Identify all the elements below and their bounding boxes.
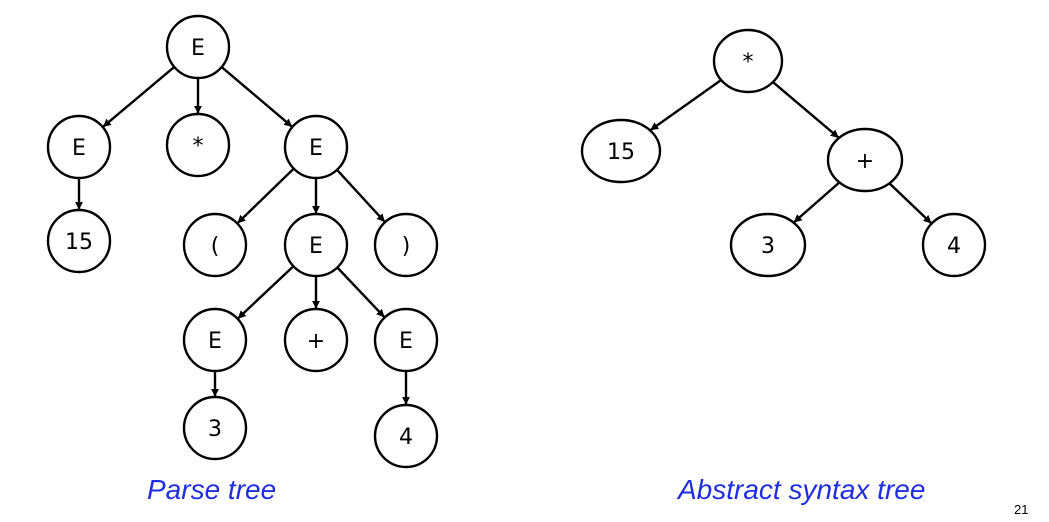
parse-tree-node-circle (46, 208, 112, 274)
parse-tree-node-circle (283, 114, 349, 180)
parse-tree-node-label: * (193, 134, 204, 159)
parse-tree-node-circle (373, 403, 439, 469)
parse-tree-node-circle (46, 114, 112, 180)
ast-node-a_3: 3 (729, 212, 807, 278)
parse-tree-node-label: ( (211, 234, 220, 259)
parse-tree-node-label: 4 (399, 425, 413, 450)
ast-node-label: 4 (947, 234, 961, 259)
page-number: 21 (1014, 502, 1029, 517)
ast-node-label: 3 (761, 234, 775, 259)
parse-tree-node-p_e_mid: E (283, 212, 349, 278)
parse-tree-caption: Parse tree (147, 474, 277, 505)
parse-tree-node-p_15: 15 (46, 208, 112, 274)
ast-node-circle (921, 212, 987, 278)
parse-tree-node-circle (373, 212, 439, 278)
ast-node-label: * (743, 50, 754, 75)
parse-tree-node-label: E (191, 36, 205, 61)
ast-node-label: + (856, 149, 874, 174)
parse-tree-node-circle (165, 14, 231, 80)
parse-tree-node-circle (182, 395, 248, 461)
parse-tree-edge-p_e_mid-to-p_e_4 (336, 266, 385, 318)
parse-tree-node-circle (283, 212, 349, 278)
parse-tree-node-p_e_4: E (373, 307, 439, 373)
ast-node-label: 15 (607, 140, 635, 165)
parse-tree-node-p_lparen: ( (182, 212, 248, 278)
parse-tree-node-label: 15 (65, 230, 93, 255)
parse-tree-node-label: 3 (208, 417, 222, 442)
parse-tree-node-circle (283, 307, 349, 373)
ast-node-a_4: 4 (921, 212, 987, 278)
ast-edge-a_plus-to-a_4 (888, 182, 932, 224)
parse-tree-node-p_3: 3 (182, 395, 248, 461)
ast-node-circle (712, 28, 784, 94)
parse-tree-node-label: + (307, 329, 325, 354)
parse-tree-node-p_root: E (165, 14, 231, 80)
nodes-layer: E E * E 15 ( E) E + E 3 4 * 15 +3 4 (46, 14, 987, 469)
parse-tree-node-p_times: * (165, 112, 231, 178)
parse-tree-node-p_rparen: ) (373, 212, 439, 278)
ast-caption: Abstract syntax tree (678, 474, 926, 505)
parse-tree-node-label: E (72, 136, 86, 161)
parse-tree-edge-p_e_mid-to-p_e_3 (237, 265, 295, 319)
ast-node-circle (729, 212, 807, 278)
parse-tree-node-circle (165, 112, 231, 178)
ast-edge-a_times-to-a_plus (772, 81, 839, 139)
ast-node-circle (826, 127, 904, 193)
edges-layer (75, 66, 932, 405)
ast-edge-a_plus-to-a_3 (793, 181, 841, 223)
parse-tree-edge-p_e_right-to-p_rparen (336, 169, 386, 223)
parse-tree-edge-p_root-to-p_e_right (220, 66, 293, 128)
parse-tree-node-p_4: 4 (373, 403, 439, 469)
ast-node-a_plus: + (826, 127, 904, 193)
parse-tree-node-p_plus: + (283, 307, 349, 373)
parse-tree-node-circle (182, 212, 248, 278)
ast-node-circle (580, 118, 662, 184)
parse-tree-node-p_e_3: E (182, 307, 248, 373)
parse-tree-node-label: E (309, 136, 323, 161)
parse-tree-node-p_e_left: E (46, 114, 112, 180)
parse-tree-node-label: E (309, 234, 323, 259)
parse-tree-edge-p_e_right-to-p_lparen (237, 167, 295, 224)
parse-tree-edge-p_root-to-p_e_left (102, 66, 176, 128)
ast-edge-a_times-to-a_15 (650, 79, 722, 131)
parse-tree-node-label: ) (402, 234, 411, 259)
ast-node-a_15: 15 (580, 118, 662, 184)
ast-node-a_times: * (712, 28, 784, 94)
parse-tree-node-circle (373, 307, 439, 373)
parse-tree-node-label: E (399, 329, 413, 354)
parse-tree-node-circle (182, 307, 248, 373)
parse-tree-node-p_e_right: E (283, 114, 349, 180)
parse-tree-node-label: E (208, 329, 222, 354)
